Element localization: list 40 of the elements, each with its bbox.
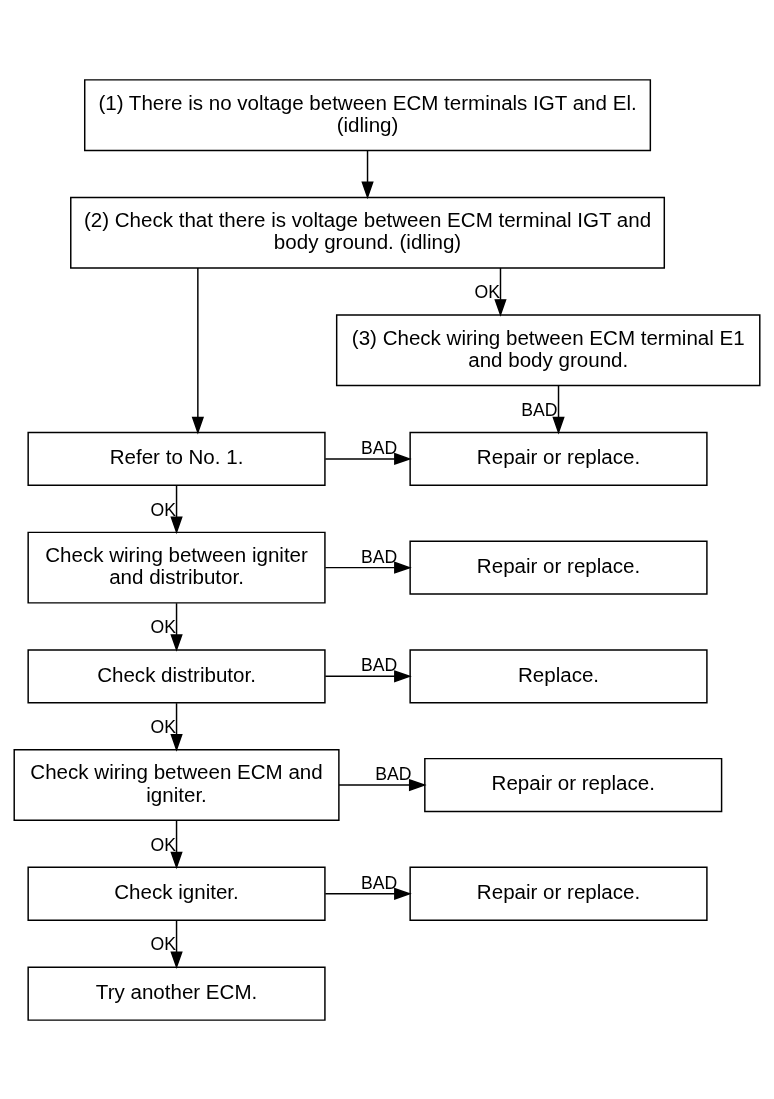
arrow [191, 266, 205, 434]
arrow [552, 384, 565, 434]
arrow [324, 669, 412, 683]
node-box: Repair or replace. [409, 431, 708, 486]
arrow [170, 819, 183, 869]
node-box: Replace. [409, 648, 708, 704]
edge-label: BAD [361, 872, 398, 893]
arrow [324, 887, 412, 900]
arrow [170, 702, 183, 752]
arrow [324, 452, 412, 465]
edge-label: OK [150, 834, 177, 855]
edge-label: BAD [361, 437, 398, 458]
edge-label: OK [150, 933, 177, 954]
arrow [170, 484, 183, 534]
edge-label: OK [150, 616, 177, 637]
arrow [494, 266, 507, 317]
node-box: Refer to No. 1. [27, 431, 326, 486]
arrow [170, 602, 183, 652]
arrow [170, 919, 183, 969]
node-box: Repair or replace. [409, 866, 708, 921]
node-box: Try another ECM. [27, 966, 326, 1021]
edge-label: OK [150, 499, 177, 520]
edge-label: BAD [375, 763, 412, 784]
edge-label: BAD [361, 546, 398, 567]
node-box: (1) There is no voltage between ECM terminals IGT and El. (idling) [84, 78, 652, 151]
node-box: Repair or replace. [409, 539, 708, 595]
arrow [338, 778, 427, 791]
node-box: Repair or replace. [424, 757, 723, 812]
node-box: Check distributor. [27, 648, 326, 704]
node-box: Check wiring between igniter and distributor. [27, 531, 326, 604]
arrow [324, 560, 412, 574]
edge-label: BAD [521, 399, 558, 420]
node-box: Check wiring between ECM and igniter. [13, 748, 340, 821]
arrow [361, 149, 374, 199]
node-box: (2) Check that there is voltage between ECM terminal IGT and body ground. (idling) [70, 196, 666, 269]
node-box: Check igniter. [27, 866, 326, 921]
edge-label: BAD [361, 654, 398, 675]
node-box: (3) Check wiring between ECM terminal E1 and body ground. [335, 313, 761, 386]
edge-label: OK [150, 716, 177, 737]
edge-label: OK [474, 281, 500, 302]
